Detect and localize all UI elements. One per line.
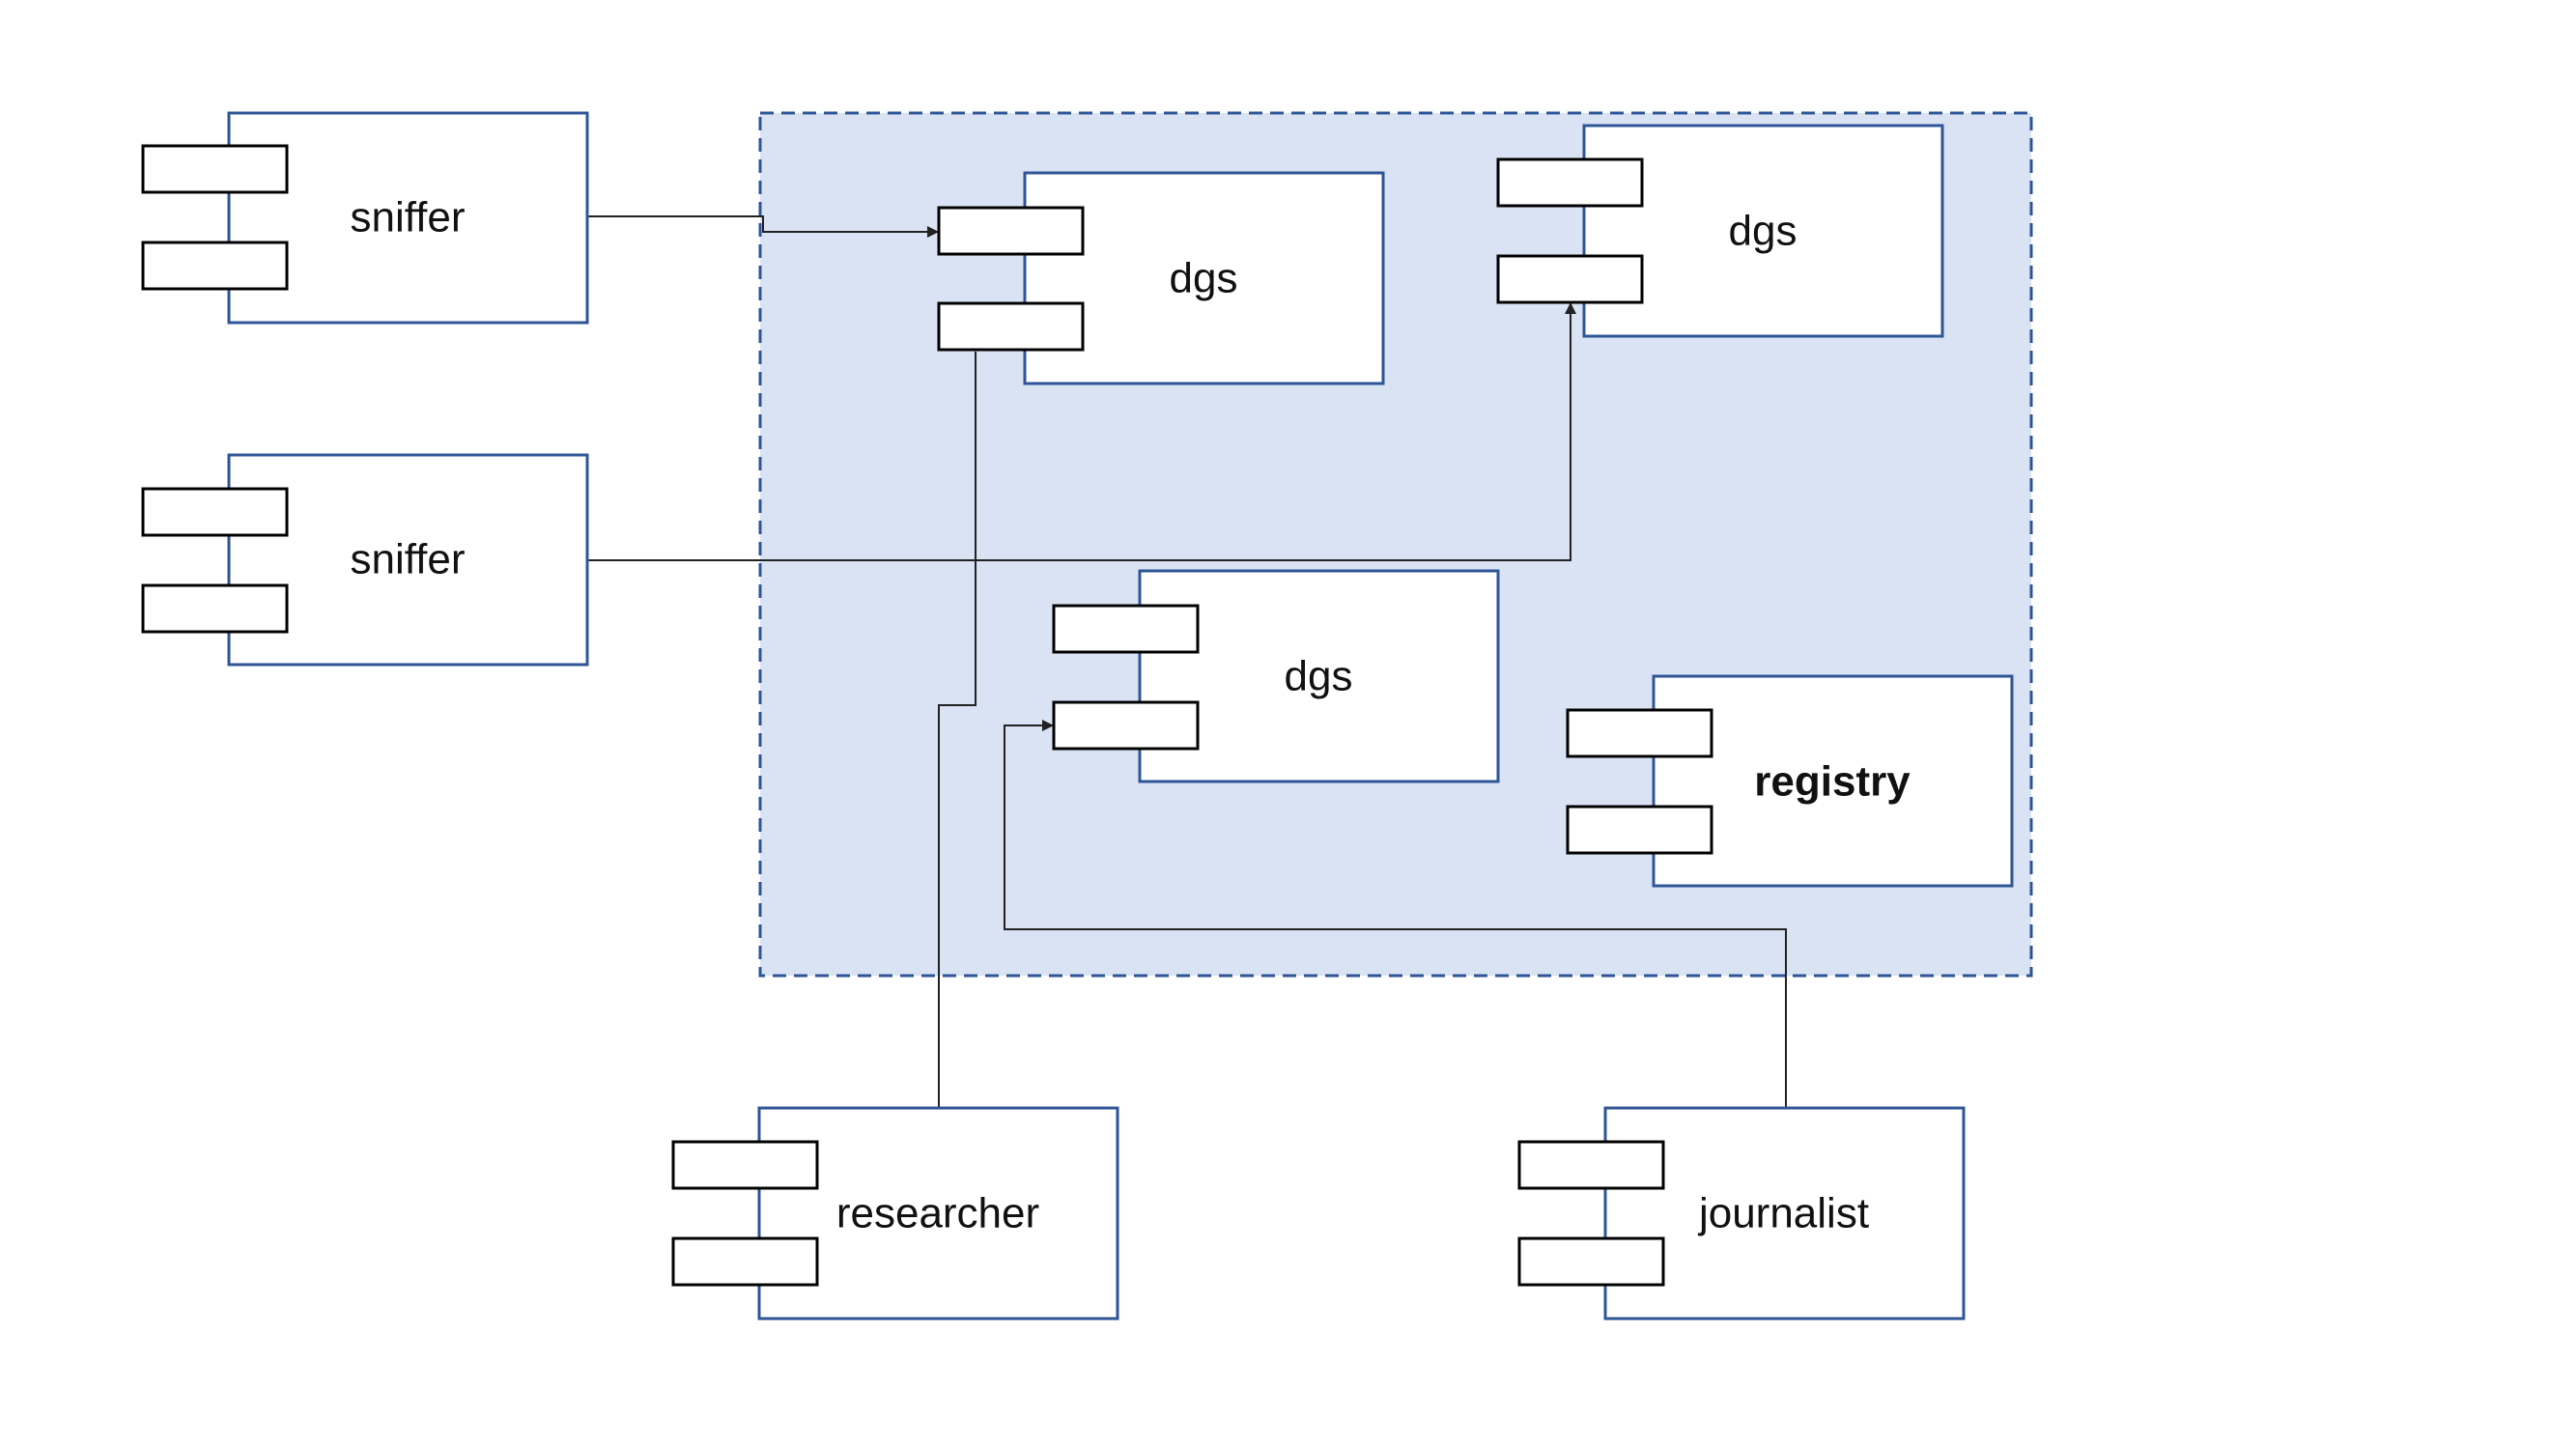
component-label: dgs — [1285, 653, 1353, 700]
component-body — [1652, 674, 2014, 888]
component-label: dgs — [1170, 255, 1238, 302]
component-body — [1582, 124, 1944, 338]
component-port-icon — [141, 583, 289, 634]
component-registry[interactable]: registry — [1566, 674, 2014, 888]
component-body — [227, 111, 589, 325]
component-label: sniffer — [350, 536, 465, 583]
component-port-icon — [671, 1140, 819, 1190]
component-dgs-3[interactable]: dgs — [1052, 569, 1500, 783]
component-sniffer-2[interactable]: sniffer — [141, 453, 589, 667]
component-port-icon — [1052, 700, 1200, 751]
component-port-icon — [1566, 708, 1713, 758]
component-port-icon — [1566, 805, 1713, 855]
component-port-icon — [671, 1236, 819, 1287]
component-port-icon — [1517, 1140, 1665, 1190]
component-sniffer-1[interactable]: sniffer — [141, 111, 589, 325]
component-body — [227, 453, 589, 667]
component-label: sniffer — [350, 194, 465, 242]
component-label: registry — [1754, 758, 1911, 806]
component-dgs-1[interactable]: dgs — [937, 171, 1385, 385]
component-port-icon — [141, 144, 289, 194]
component-journalist[interactable]: journalist — [1517, 1106, 1966, 1321]
component-port-icon — [937, 206, 1085, 256]
component-port-icon — [141, 241, 289, 291]
component-dgs-2[interactable]: dgs — [1496, 124, 1944, 338]
component-label: journalist — [1697, 1190, 1869, 1237]
component-port-icon — [937, 301, 1085, 352]
connector-sniffer-to-dgs-top-left — [587, 215, 939, 238]
component-label: researcher — [836, 1190, 1039, 1237]
component-port-icon — [1496, 157, 1644, 208]
component-port-icon — [141, 487, 289, 537]
connector-journalist-to-dgs-middle — [1004, 720, 1787, 1108]
connector-dgs-to-researcher — [938, 352, 977, 1108]
component-body — [1023, 171, 1385, 385]
component-port-icon — [1496, 254, 1644, 304]
component-body — [757, 1106, 1119, 1321]
component-body — [1603, 1106, 1966, 1321]
component-port-icon — [1052, 604, 1200, 654]
component-body — [1138, 569, 1500, 783]
component-port-icon — [1517, 1236, 1665, 1287]
component-label: dgs — [1729, 208, 1798, 255]
connector-sniffer-to-dgs-top-right — [587, 302, 1576, 561]
component-researcher[interactable]: researcher — [671, 1106, 1119, 1321]
